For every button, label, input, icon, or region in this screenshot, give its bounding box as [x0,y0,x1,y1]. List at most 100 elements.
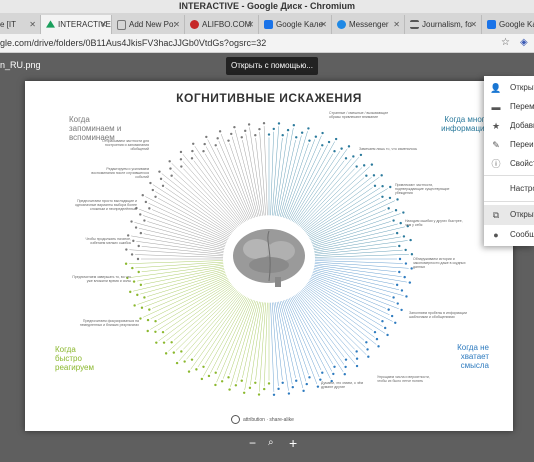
wheel-ray [286,135,322,219]
star-icon[interactable]: ☆ [501,37,510,48]
bias-dot [334,137,338,141]
wheel-ray [306,187,373,234]
bias-dot [214,383,217,387]
wheel-ray [314,240,408,254]
wheel-ray [204,153,247,222]
bias-dot [305,382,308,386]
bias-dot [136,257,140,261]
close-icon[interactable]: ✕ [320,20,327,29]
bias-dot [154,330,157,333]
wheel-ray [216,299,252,383]
close-icon[interactable]: ✕ [100,20,107,29]
bias-dot [220,380,224,383]
menu-item-move[interactable]: ▬Переме [484,97,534,117]
bias-dot [200,377,204,381]
bias-dot [240,379,243,382]
note-right-6: Заполняем пробелы в информации шаблонами… [409,311,467,319]
wheel-ray [294,148,348,223]
magnifier-icon[interactable]: ⌕ [268,437,274,448]
bias-dot [396,198,399,201]
wheel-ray [295,160,345,224]
zoom-in-button[interactable]: + [289,435,298,451]
bias-dot [134,226,138,229]
wheel-ray [279,301,304,389]
wheel-ray [140,270,225,295]
tab-add-new-post[interactable]: Add New Po: ✕ [112,15,185,34]
tab-label: Google Kaлe [276,20,323,29]
wheel-ray [147,272,226,297]
wheel-ray [287,298,322,371]
menu-item-open-new-window[interactable]: ⧉Открыт [484,205,534,225]
bias-dot [367,355,370,358]
wheel-ray [297,158,352,225]
wheel-ray [297,293,356,364]
calendar-icon [264,20,273,30]
wheel-ray [138,227,225,249]
zoom-out-button[interactable]: − [249,436,257,450]
wheel-ray [281,300,307,382]
bias-dot [195,368,198,371]
bias-dot [168,160,171,163]
tab-alifbo[interactable]: ALIFBO.COM ✕ [185,15,259,34]
tab-interactive[interactable]: INTERACTIVE ✕ [41,15,112,34]
tab-strip: e [IT ✕ INTERACTIVE ✕ Add New Po: ✕ ALIF… [0,13,534,34]
menu-item-settings[interactable]: Настро [510,184,534,193]
bias-dot [330,379,333,383]
wheel-ray [145,196,229,239]
wheel-ray [314,254,409,258]
wheel-ray [312,213,401,245]
open-new-icon: ⧉ [492,210,500,220]
wheel-ray [182,161,240,226]
tab-google-calendar-2[interactable]: Google Kaлe [482,15,534,34]
tab-label: Messenger [349,20,389,29]
bias-dot [300,131,304,134]
close-icon[interactable]: ✕ [173,20,180,29]
note-left-6: Предпочитаем фокусироваться на немедленн… [79,319,139,327]
wheel-ray [133,269,225,292]
bias-dot [395,231,399,235]
document-icon [117,19,126,30]
wheel-ray [301,289,366,348]
bias-dot [308,139,311,142]
bias-dot [387,308,390,311]
menu-item-star[interactable]: ★Добави [484,116,534,136]
close-icon[interactable]: ✕ [29,20,36,29]
bias-dot [347,145,351,148]
bias-dot [295,379,298,382]
extension-icon[interactable]: ◈ [520,37,528,48]
tab-messenger[interactable]: Messenger ✕ [332,15,405,34]
wheel-ray [312,273,396,303]
bias-dot [383,326,387,330]
wheel-ray [151,209,228,242]
close-icon[interactable]: ✕ [247,20,254,29]
bias-dot [205,135,208,139]
bias-dot [359,153,363,157]
url-field[interactable]: gle.com/drive/folders/0B11Aus4JkisFV3hac… [0,38,267,48]
wheel-ray [136,241,224,254]
tab-label: Journalism, fo [422,20,472,29]
wheel-ray [203,297,248,377]
wheel-ray [313,226,405,249]
open-with-button[interactable]: Открыть с помощью... ▼ [226,57,318,88]
menu-item-report[interactable]: ●Сообщи [484,225,534,245]
close-icon[interactable]: ✕ [393,20,400,29]
bias-dot [257,393,261,396]
bias-dot [344,365,347,369]
tab-journalism[interactable]: Journalism, fo ✕ [405,15,482,34]
menu-item-share[interactable]: 👤Открыт [484,78,534,98]
bias-dot [148,308,151,311]
menu-item-rename[interactable]: ✎Переим [484,135,534,155]
brain-icon [233,229,305,287]
bias-dot [136,293,139,297]
wheel-ray [305,176,380,233]
tab-google-calendar[interactable]: Google Kaлe ✕ [259,15,332,34]
messenger-icon [337,20,346,30]
bias-dot [262,122,266,125]
tab-partial[interactable]: e [IT ✕ [0,15,41,34]
wheel-ray [290,141,335,221]
close-icon[interactable]: ✕ [470,20,477,29]
wheel-ray [276,301,293,385]
wheel-ray [313,233,395,251]
tab-label: e [IT [0,20,17,29]
